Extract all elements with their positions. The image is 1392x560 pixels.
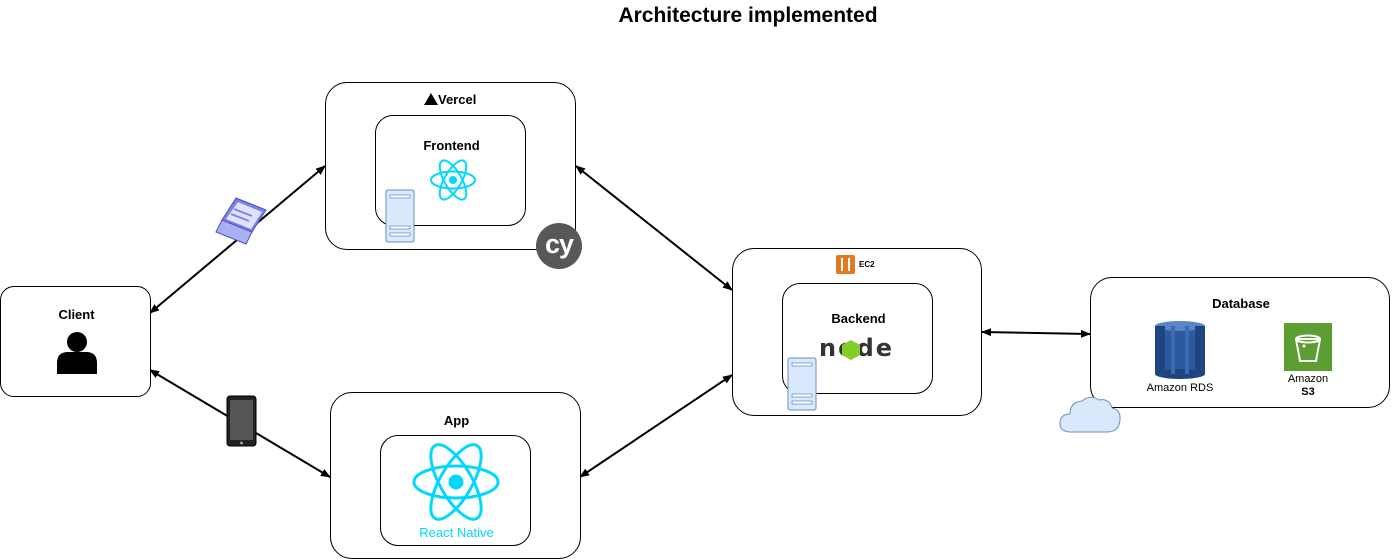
arrow-frontend-backend xyxy=(575,165,733,291)
arrow-app-backend xyxy=(579,374,733,478)
s3-label-line1: Amazon xyxy=(1287,373,1329,385)
server-icon xyxy=(787,357,817,411)
backend-label: Backend xyxy=(831,311,886,326)
react-icon xyxy=(430,159,476,201)
app-box: App React Native xyxy=(330,392,581,559)
node-hexagon-icon xyxy=(842,340,860,360)
cloud-icon xyxy=(1059,396,1121,433)
client-box: Client xyxy=(0,286,151,397)
vercel-box: Vercel Frontend xyxy=(325,82,576,250)
client-label: Client xyxy=(58,307,95,322)
phone-icon xyxy=(226,395,257,447)
laptop-icon xyxy=(215,197,267,245)
app-label: App xyxy=(443,413,470,428)
database-label: Database xyxy=(1212,296,1270,311)
vercel-logo: Vercel xyxy=(424,92,476,107)
frontend-label: Frontend xyxy=(423,138,480,153)
ec2-box: EC2 Backend node xyxy=(732,248,982,416)
react-icon xyxy=(412,443,500,521)
database-box: Database Amazon RDS Amazon S3 xyxy=(1090,277,1390,408)
ec2-icon xyxy=(836,255,855,274)
rds-label: Amazon RDS xyxy=(1146,382,1214,394)
server-icon xyxy=(385,189,415,243)
s3-icon xyxy=(1284,323,1332,371)
vercel-label: Vercel xyxy=(438,92,477,107)
cypress-icon: cy xyxy=(536,223,582,269)
ec2-label: EC2 xyxy=(859,260,875,269)
rds-icon xyxy=(1155,321,1205,379)
s3-label-line2: S3 xyxy=(1301,386,1315,398)
diagram-title: Architecture implemented xyxy=(618,4,878,27)
cypress-label: cy xyxy=(544,229,574,259)
arrow-backend-database xyxy=(981,328,1091,338)
react-native-label: React Native xyxy=(419,525,494,540)
user-icon xyxy=(57,332,97,374)
react-native-box: React Native xyxy=(380,435,531,546)
